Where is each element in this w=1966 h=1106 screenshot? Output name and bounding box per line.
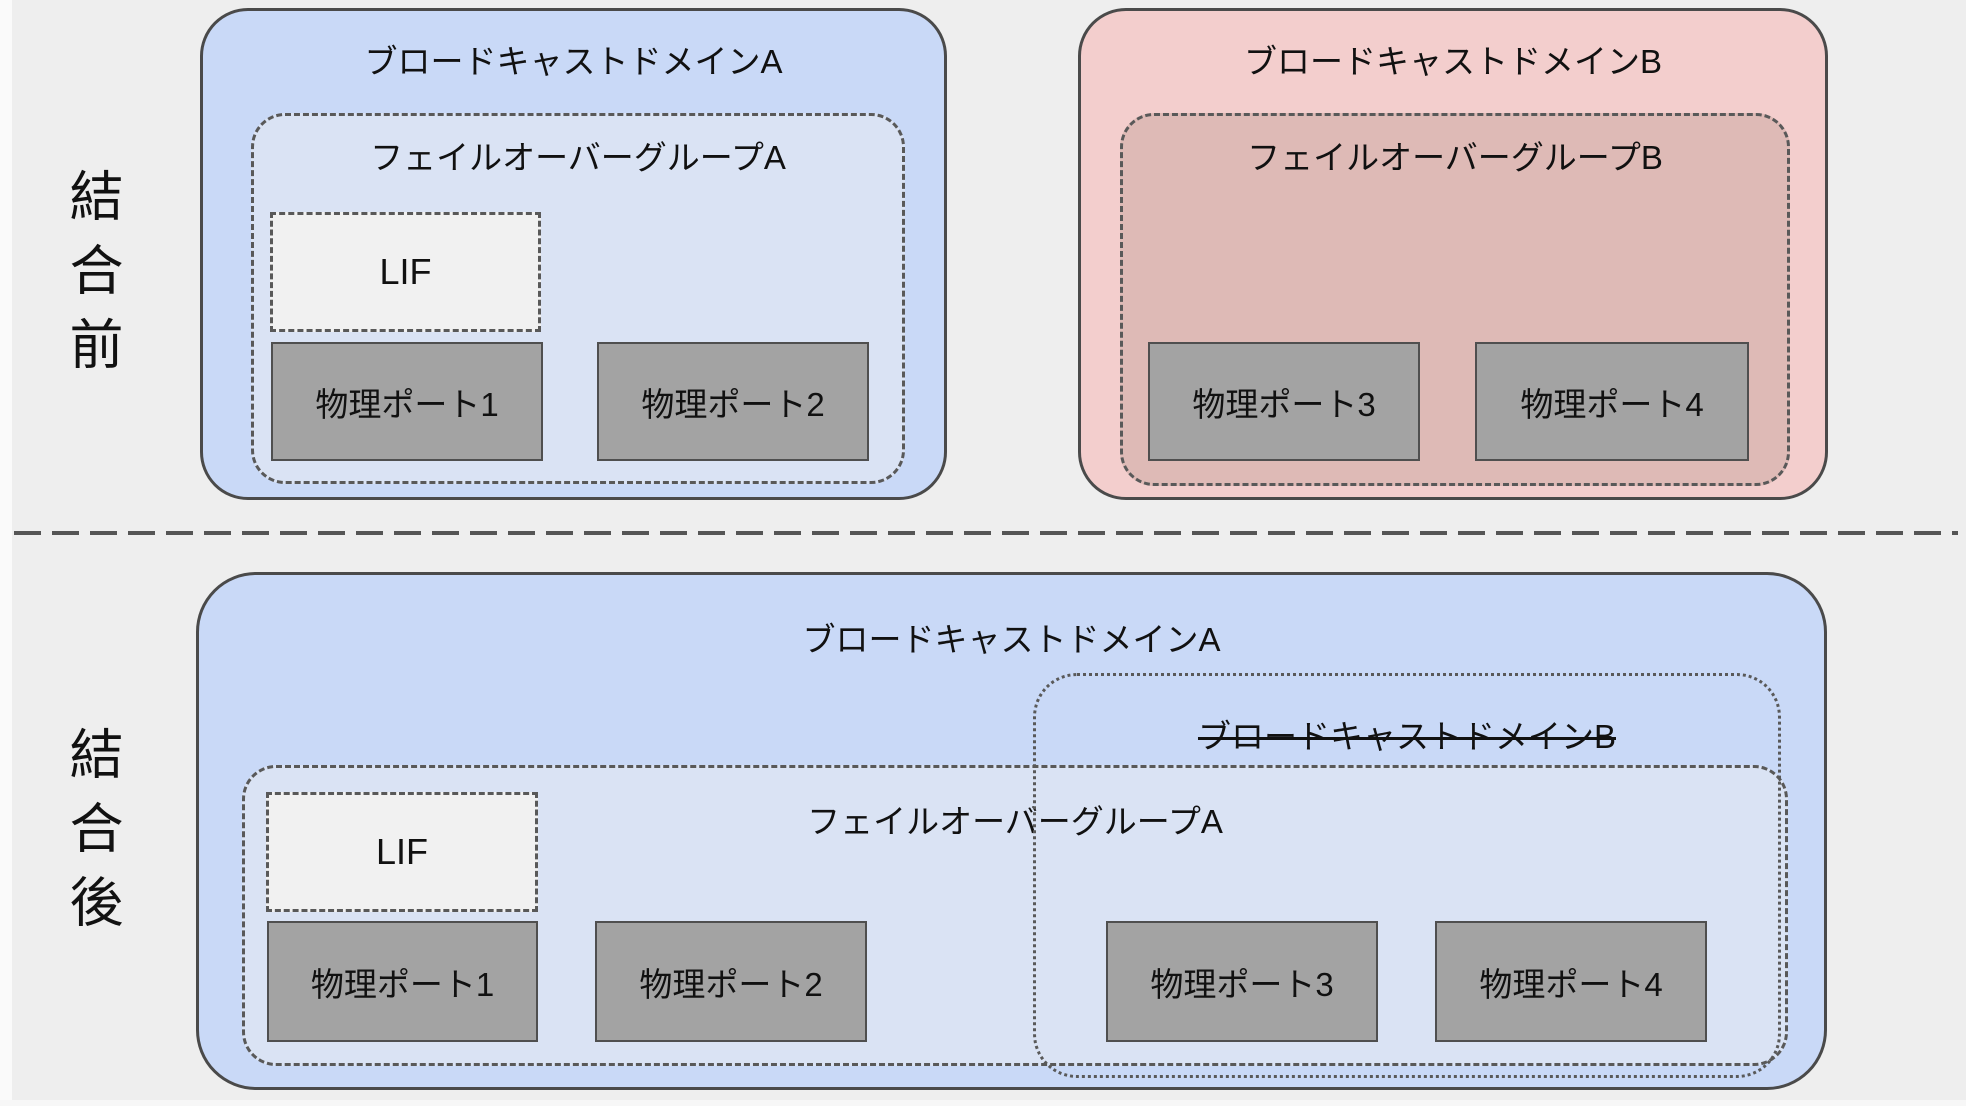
physical-port-4-before: 物理ポート4 (1475, 342, 1749, 461)
physical-port-4-after: 物理ポート4 (1435, 921, 1707, 1042)
broadcast-domain-b-after-strikethrough-title: ブロードキャストドメインB (1197, 718, 1616, 755)
lif-box-after: LIF (266, 792, 538, 912)
lif-label-before: LIF (379, 251, 432, 292)
bottom-edge-strip (0, 1100, 1966, 1106)
section-divider-dashed-line (14, 531, 1958, 535)
broadcast-domain-a-after-title: ブロードキャストドメインA (802, 621, 1221, 658)
physical-port-1-before-label: 物理ポート1 (315, 385, 499, 423)
physical-port-1-after: 物理ポート1 (267, 921, 538, 1042)
lif-box-before: LIF (270, 212, 541, 332)
physical-port-4-before-label: 物理ポート4 (1520, 385, 1704, 423)
broadcast-domain-a-before-title: ブロードキャストドメインA (364, 43, 783, 80)
failover-group-b-before-title: フェイルオーバーグループB (1247, 139, 1663, 176)
physical-port-3-before-label: 物理ポート3 (1192, 385, 1376, 423)
physical-port-3-after-label: 物理ポート3 (1150, 965, 1334, 1003)
section-label-after: 結合後 (61, 726, 121, 948)
left-edge-strip (0, 0, 12, 1106)
physical-port-4-after-label: 物理ポート4 (1479, 965, 1663, 1003)
physical-port-2-after: 物理ポート2 (595, 921, 867, 1042)
physical-port-2-before-label: 物理ポート2 (641, 385, 825, 423)
lif-label-after: LIF (375, 831, 428, 872)
failover-group-a-before-title: フェイルオーバーグループA (370, 139, 786, 176)
failover-group-a-after-title: フェイルオーバーグループA (807, 803, 1223, 840)
physical-port-1-before: 物理ポート1 (271, 342, 543, 461)
broadcast-domain-b-before-title: ブロードキャストドメインB (1243, 43, 1662, 80)
physical-port-1-after-label: 物理ポート1 (310, 965, 495, 1003)
section-label-before: 結合前 (61, 168, 121, 390)
physical-port-2-before: 物理ポート2 (597, 342, 869, 461)
physical-port-3-after: 物理ポート3 (1106, 921, 1378, 1042)
physical-port-3-before: 物理ポート3 (1148, 342, 1420, 461)
physical-port-2-after-label: 物理ポート2 (639, 965, 823, 1003)
broadcast-domain-b-after-dotted-box (1033, 673, 1781, 1078)
